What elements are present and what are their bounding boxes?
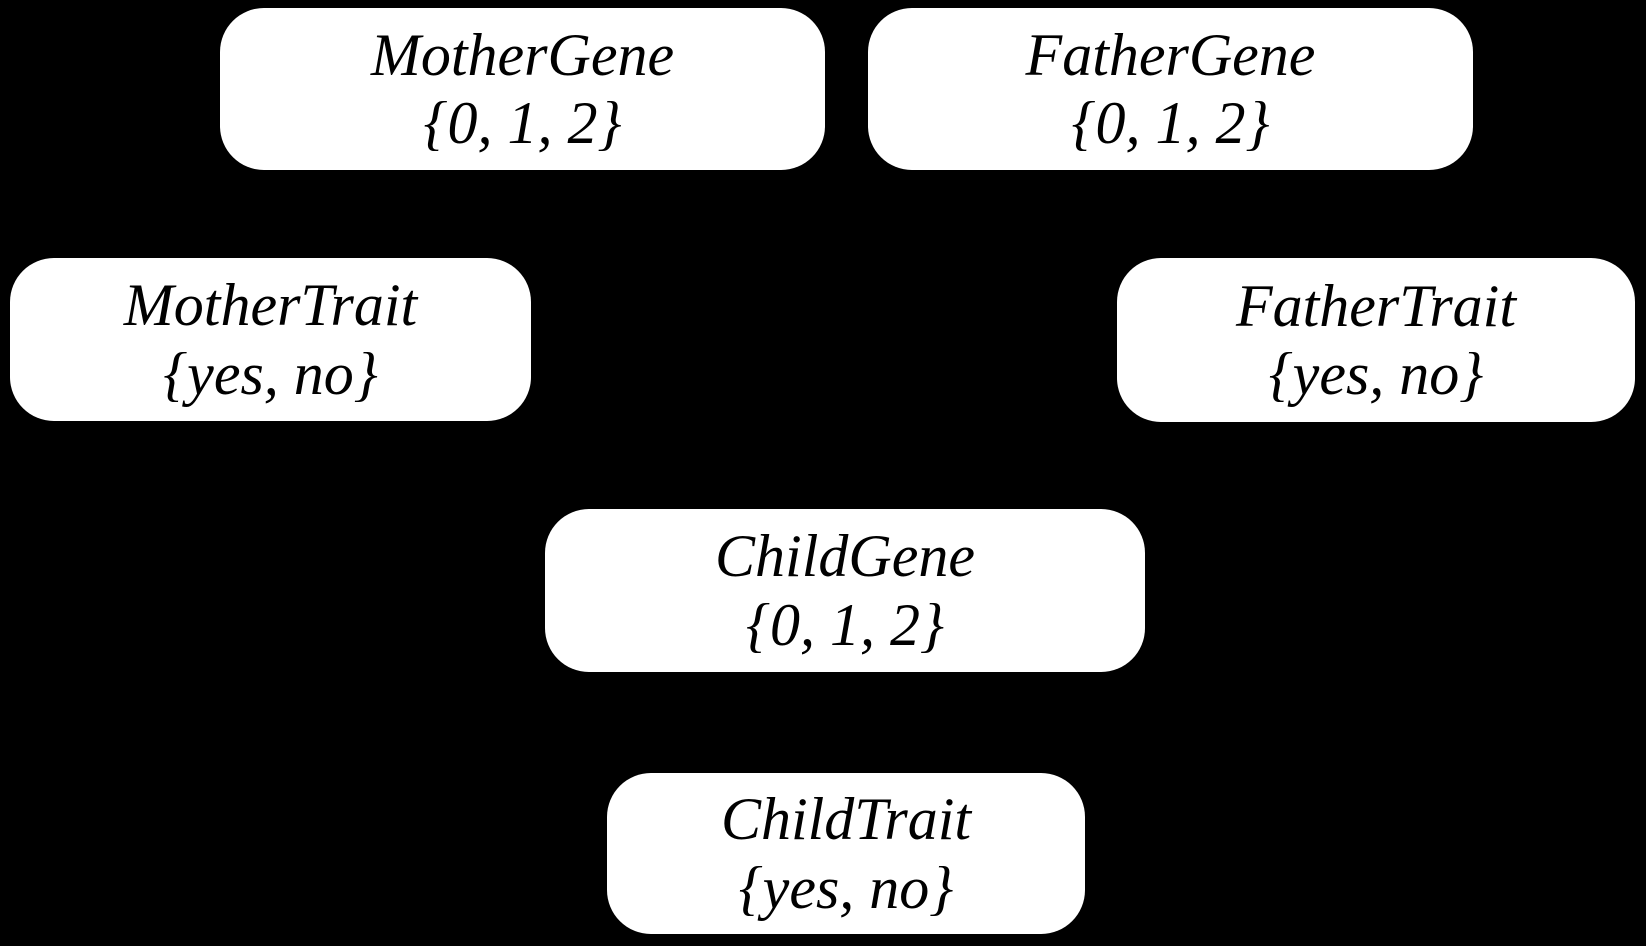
node-child-gene-title: ChildGene <box>715 523 975 590</box>
node-child-gene-values: {0, 1, 2} <box>746 591 944 658</box>
node-child-gene: ChildGene {0, 1, 2} <box>545 509 1145 672</box>
node-child-trait-values: {yes, no} <box>738 854 954 921</box>
node-father-gene: FatherGene {0, 1, 2} <box>868 8 1473 170</box>
node-mother-gene-values: {0, 1, 2} <box>423 90 622 156</box>
node-father-gene-title: FatherGene <box>1025 21 1316 88</box>
node-father-gene-values: {0, 1, 2} <box>1071 90 1270 156</box>
node-father-trait-title: FatherTrait <box>1235 272 1517 339</box>
node-mother-gene: MotherGene {0, 1, 2} <box>220 8 825 170</box>
node-mother-trait: MotherTrait {yes, no} <box>10 258 531 421</box>
node-child-trait-title: ChildTrait <box>720 786 972 853</box>
node-mother-gene-title: MotherGene <box>370 21 675 88</box>
node-father-trait-values: {yes, no} <box>1268 341 1484 407</box>
node-father-trait: FatherTrait {yes, no} <box>1117 258 1635 422</box>
node-mother-trait-title: MotherTrait <box>123 272 418 339</box>
node-mother-trait-values: {yes, no} <box>163 340 378 407</box>
node-child-trait: ChildTrait {yes, no} <box>607 773 1085 934</box>
